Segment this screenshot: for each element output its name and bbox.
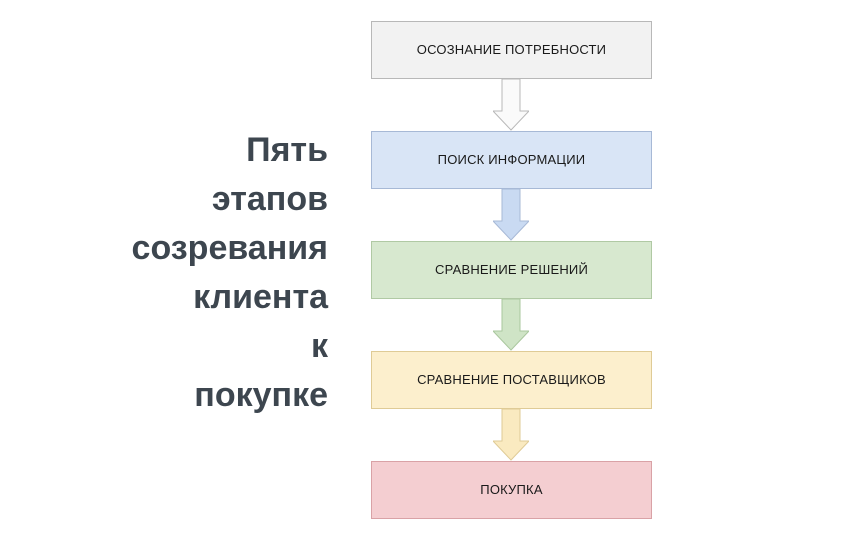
flow-node-step-4[interactable]: СРАВНЕНИЕ ПОСТАВЩИКОВ (371, 351, 652, 409)
flow-node-label: СРАВНЕНИЕ РЕШЕНИЙ (434, 262, 588, 277)
down-block-arrow-icon-2 (493, 189, 529, 241)
page-title: Пять этапов созревания клиента к покупке (131, 131, 328, 414)
flow-node-step-1[interactable]: ОСОЗНАНИЕ ПОТРЕБНОСТИ (371, 21, 652, 79)
down-block-arrow-icon-3 (493, 299, 529, 351)
flow-node-step-5[interactable]: ПОКУПКА (371, 461, 652, 519)
flow-node-step-3[interactable]: СРАВНЕНИЕ РЕШЕНИЙ (371, 241, 652, 299)
flow-node-label: ПОИСК ИНФОРМАЦИИ (437, 152, 586, 167)
flow-node-label: ОСОЗНАНИЕ ПОТРЕБНОСТИ (416, 42, 607, 57)
flow-node-label: ПОКУПКА (480, 482, 543, 497)
down-block-arrow-icon-4 (493, 409, 529, 461)
flow-node-label: СРАВНЕНИЕ ПОСТАВЩИКОВ (417, 372, 606, 387)
down-block-arrow-icon-1 (493, 79, 529, 131)
flow-node-step-2[interactable]: ПОИСК ИНФОРМАЦИИ (371, 131, 652, 189)
